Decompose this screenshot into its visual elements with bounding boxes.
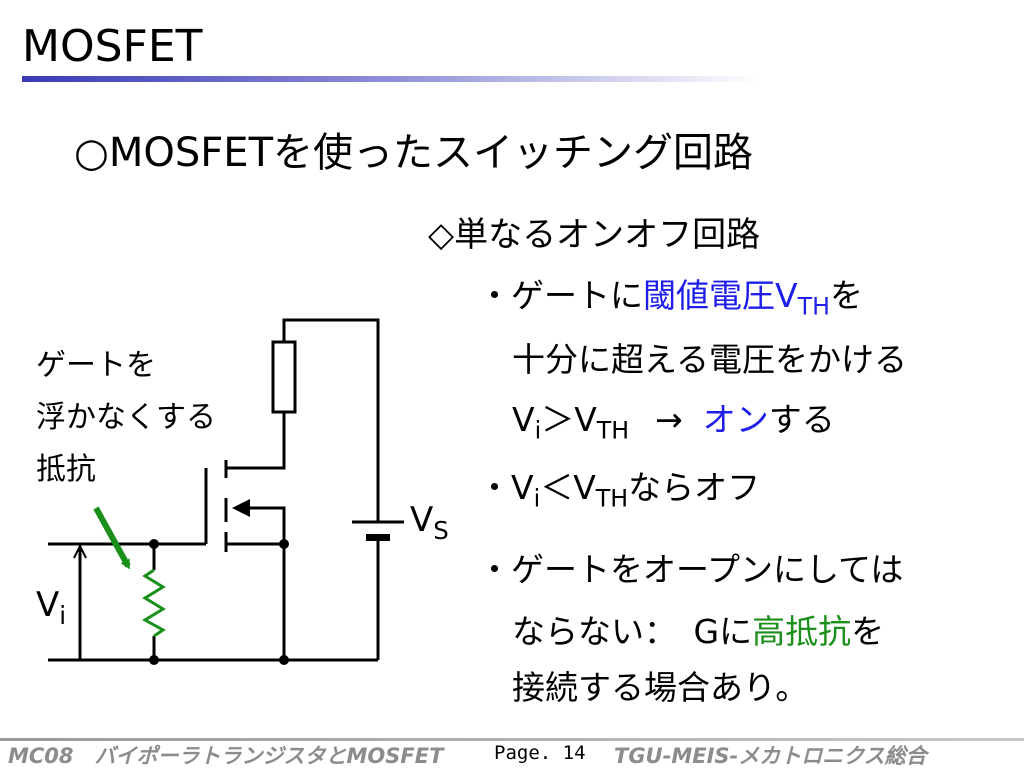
body-wire [236, 506, 286, 544]
resistor-label-line: ゲートを [36, 348, 156, 383]
junction-dot [279, 539, 289, 549]
bullet-dot: ・ [478, 468, 511, 507]
bullet3-text: ゲートをオープンにしては [511, 550, 904, 589]
bullet3-post: を [851, 612, 885, 651]
slide-title: MOSFET [22, 21, 203, 72]
footer: MC08 バイポーラトランジスタとMOSFET Page. 14 TGU-MEI… [0, 740, 1024, 768]
footer-divider [0, 738, 1024, 741]
on-text: オン [702, 400, 769, 439]
footer-course: MC08 バイポーラトランジスタとMOSFET [8, 744, 444, 768]
junction-dot [279, 655, 289, 665]
bullet2: ・Vi＜VTHならオフ [478, 466, 760, 510]
bullet3-line1: ・ゲートをオープンにしては [478, 548, 903, 592]
bullet-dot: ・ [478, 276, 511, 315]
top-wire [282, 318, 380, 522]
bullet1-line1: ・ゲートに閾値電圧VTHを [478, 274, 863, 318]
vi-label: Vi [36, 585, 67, 630]
vth-symbol: VTH [573, 468, 629, 513]
bullet3-line2: ならない： Gに高抵抗を [512, 610, 884, 654]
bullet-dot: ・ [478, 550, 511, 589]
drain-wire [226, 412, 286, 470]
bullet3-pre: ならない： Gに [512, 612, 753, 651]
green-arrow-icon [93, 506, 131, 570]
vi-symbol: Vi [512, 400, 542, 445]
bullet3-line3: 接続する場合あり。 [512, 668, 809, 707]
bullet1-line2: 十分に超える電圧をかける [512, 340, 908, 379]
bullet2-post: ならオフ [628, 468, 761, 507]
right-arrow-icon: → [655, 400, 683, 439]
threshold-voltage-text: 閾値電圧 [643, 276, 775, 315]
resistor-label-line: 抵抗 [36, 452, 96, 487]
resistor-label-line: 浮かなくする [36, 400, 216, 435]
pulldown-resistor-label: ゲートを 浮かなくする 抵抗 [36, 340, 216, 496]
bullet1-line3-post: する [768, 400, 835, 439]
junction-dot [149, 539, 159, 549]
greater-than-sign: ＞ [541, 400, 575, 439]
vth-symbol: VTH [775, 276, 830, 321]
vi-symbol: Vi [511, 468, 541, 513]
load-resistor [271, 340, 297, 414]
bullet1-pre: ゲートに [511, 276, 643, 315]
slide-heading: ○MOSFETを使ったスイッチング回路 [74, 130, 754, 176]
footer-org: TGU-MEIS-メカトロニクス総合 [614, 744, 927, 768]
footer-page: Page. 14 [494, 742, 586, 764]
junction-dot [149, 655, 159, 665]
high-resistance-text: 高抵抗 [752, 612, 852, 651]
subheading: ◇単なるオンオフ回路 [428, 215, 761, 255]
body-arrow-icon [232, 499, 250, 517]
vi-arrow-head [73, 543, 87, 559]
less-than-sign: ＜ [540, 468, 574, 507]
battery-short-plate [366, 534, 390, 541]
title-underline [22, 76, 762, 82]
bullet1-post: を [829, 276, 863, 315]
bullet1-line3: Vi＞VTH → オンする [512, 398, 835, 442]
vs-label: VS [410, 500, 449, 545]
pulldown-resistor [142, 568, 166, 638]
vth-symbol: VTH [574, 400, 630, 445]
